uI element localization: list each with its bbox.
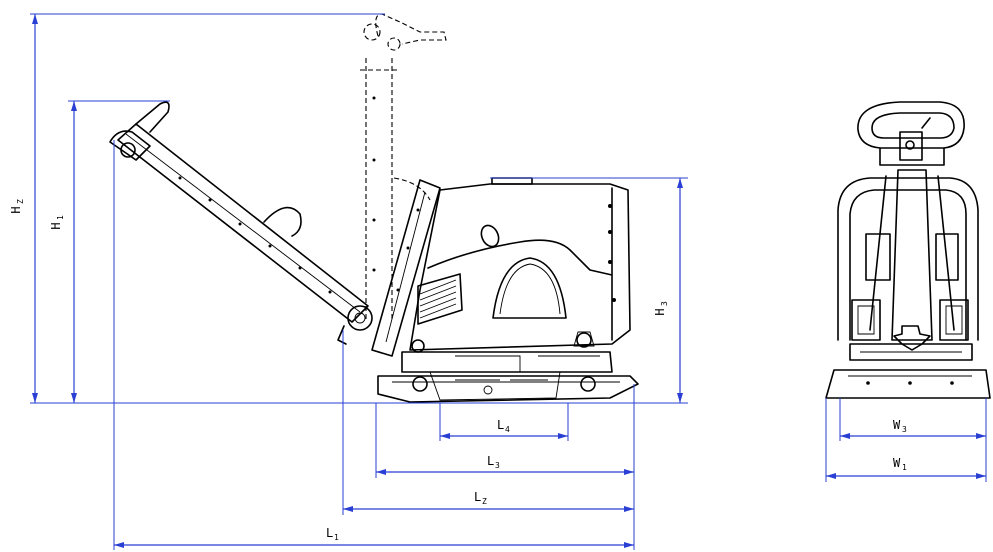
label-h1: H 1: [49, 215, 65, 230]
svg-text:3: 3: [495, 461, 500, 470]
svg-text:3: 3: [902, 425, 907, 434]
svg-text:H: H: [653, 308, 667, 315]
label-w1: W 1: [893, 456, 907, 472]
label-h3: H 3: [653, 301, 669, 316]
svg-text:W: W: [893, 418, 901, 432]
svg-text:L: L: [497, 418, 504, 432]
front-view-machine: [825, 101, 991, 399]
label-w3: W 3: [893, 418, 907, 434]
label-l1: L 1: [326, 526, 339, 542]
svg-text:1: 1: [56, 215, 65, 220]
svg-text:1: 1: [334, 533, 339, 542]
svg-text:Z: Z: [16, 199, 25, 204]
side-view-machine: [109, 13, 639, 403]
label-lz: L Z: [474, 490, 487, 506]
dimension-lines: [30, 13, 987, 550]
svg-text:H: H: [9, 206, 23, 213]
svg-text:Z: Z: [482, 497, 487, 506]
label-l3: L 3: [487, 454, 500, 470]
svg-text:L: L: [487, 454, 494, 468]
svg-text:3: 3: [660, 301, 669, 306]
dimension-labels: H Z H 1 H 3 L 4 L 3 L Z L 1: [9, 199, 907, 542]
svg-text:L: L: [326, 526, 333, 540]
svg-text:W: W: [893, 456, 901, 470]
svg-text:L: L: [474, 490, 481, 504]
svg-text:H: H: [49, 222, 63, 229]
svg-text:4: 4: [505, 425, 510, 434]
svg-text:1: 1: [902, 463, 907, 472]
label-l4: L 4: [497, 418, 510, 434]
label-hz: H Z: [9, 199, 25, 214]
